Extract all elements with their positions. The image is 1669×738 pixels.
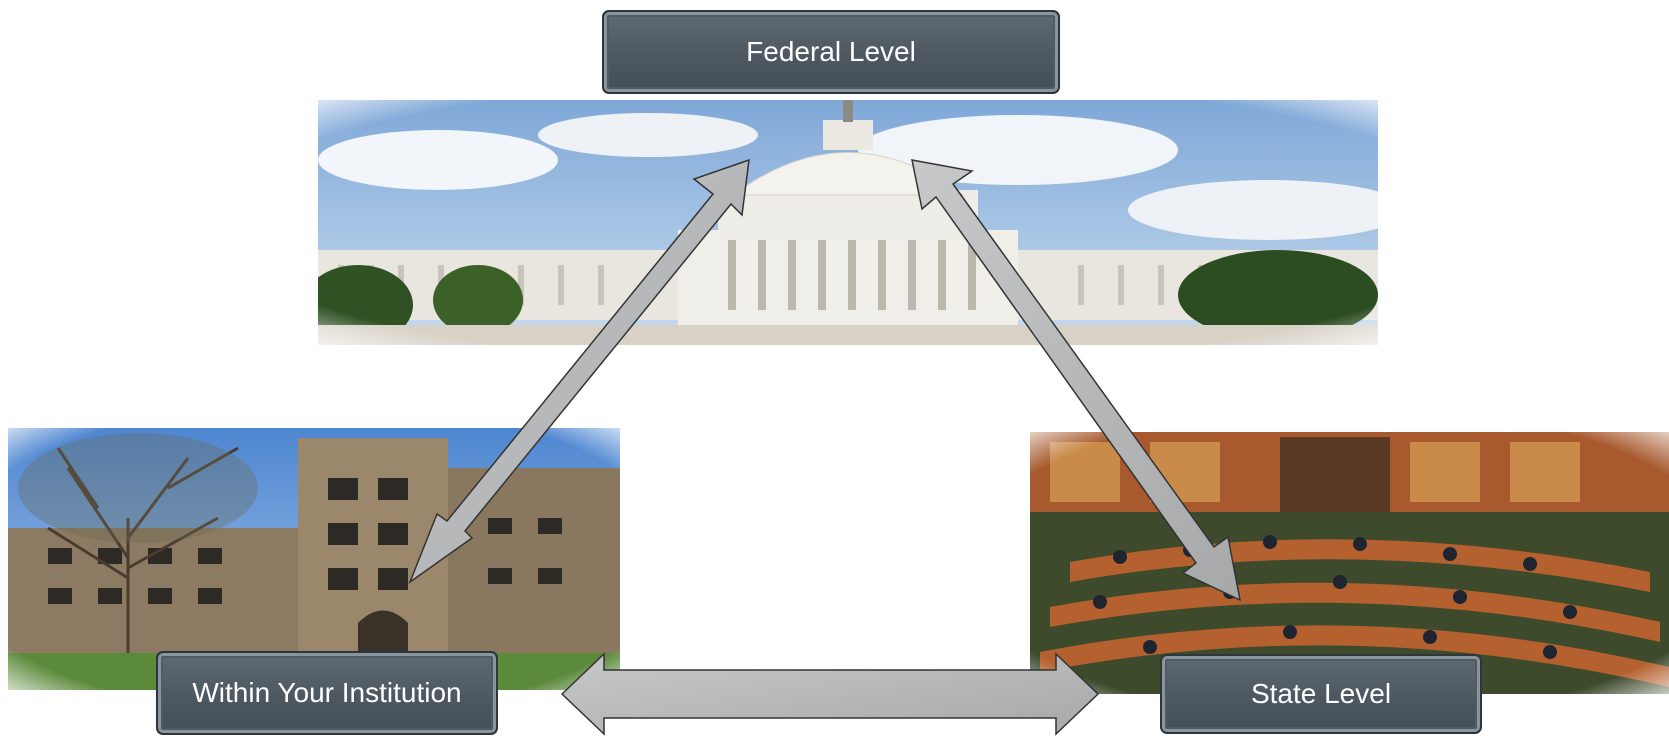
- arrow-federal-state: [911, 159, 1242, 602]
- institution-label: Within Your Institution: [192, 677, 462, 708]
- institution-box: Within Your Institution: [156, 651, 498, 735]
- arrow-institution-state: [560, 652, 1100, 736]
- state-level-label: State Level: [1250, 678, 1392, 709]
- federal-level-box: Federal Level: [602, 10, 1060, 94]
- arrow-federal-institution: [408, 158, 750, 585]
- federal-level-label: Federal Level: [746, 36, 916, 67]
- state-level-box: State Level: [1160, 654, 1482, 734]
- capitol-photo: [318, 100, 1378, 345]
